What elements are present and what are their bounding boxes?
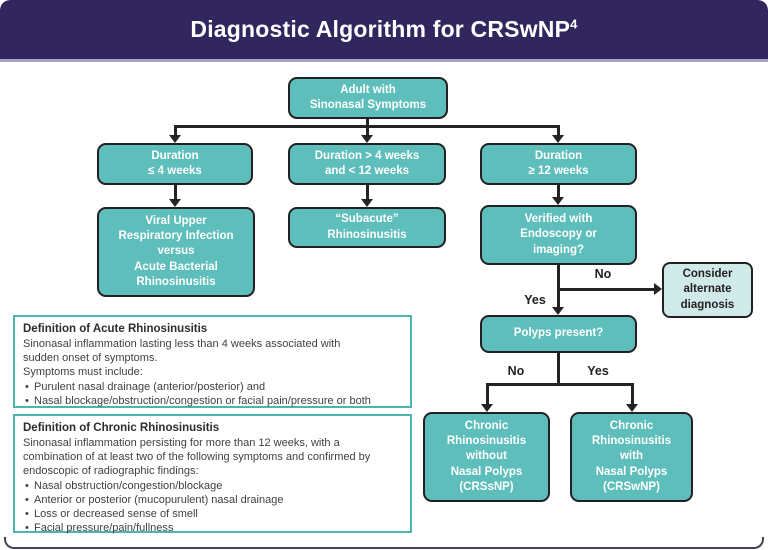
- connector-long-to-verified: [556, 185, 560, 198]
- bullet-item: Nasal blockage/obstruction/congestion or…: [23, 394, 402, 408]
- definition-acute-rhinosinusitis: Definition of Acute Rhinosinusitis Sinon…: [13, 315, 412, 408]
- node-subacute-rhinosinusitis: “Subacute” Rhinosinusitis: [288, 207, 446, 248]
- label-polyps-yes: Yes: [587, 364, 609, 378]
- connector-polyps-split: [485, 383, 634, 386]
- definition-chronic-rhinosinusitis: Definition of Chronic Rhinosinusitis Sin…: [13, 414, 412, 536]
- node-adult-sinonasal-symptoms: Adult with Sinonasal Symptoms: [288, 77, 448, 119]
- arrowhead-subacute: [361, 199, 373, 207]
- arrowhead-duration-short: [169, 135, 181, 143]
- label-endoscopy-no: No: [594, 267, 612, 281]
- connector-verified-to-polyps: [556, 265, 560, 308]
- label-endoscopy-yes: Yes: [524, 293, 546, 307]
- connector-polyps-stem: [556, 353, 560, 385]
- connector-adult-stem: [365, 119, 369, 127]
- header: Diagnostic Algorithm for CRSwNP4: [0, 0, 768, 62]
- arrowhead-viral: [169, 199, 181, 207]
- connector-drop-left: [173, 125, 177, 136]
- definition-acute-title: Definition of Acute Rhinosinusitis: [23, 323, 208, 335]
- arrowhead-duration-long: [552, 135, 564, 143]
- connector-drop-mid: [365, 125, 369, 136]
- connector-drop-right: [556, 125, 560, 136]
- definition-chronic-bullets: Nasal obstruction/congestion/blockageAnt…: [23, 479, 402, 536]
- connector-short-to-viral: [173, 185, 177, 200]
- node-duration-gte-12-weeks: Duration ≥ 12 weeks: [480, 143, 637, 185]
- connector-drop-crssnp: [485, 383, 489, 405]
- connector-mid-to-subacute: [365, 185, 369, 200]
- page-title: Diagnostic Algorithm for CRSwNP4: [190, 16, 577, 43]
- bullet-item: Loss or decreased sense of smell: [23, 507, 402, 521]
- arrowhead-polyps: [552, 307, 564, 315]
- node-viral-vs-acute-bacterial: Viral Upper Respiratory Infection versus…: [97, 207, 255, 297]
- connector-no-branch: [558, 287, 655, 291]
- arrowhead-verified: [552, 197, 564, 205]
- node-duration-4-to-12-weeks: Duration > 4 weeks and < 12 weeks: [288, 143, 446, 185]
- node-consider-alternate-diagnosis: Consider alternate diagnosis: [662, 262, 753, 318]
- label-polyps-no: No: [507, 364, 525, 378]
- bullet-item: Purulent nasal drainage (anterior/poster…: [23, 380, 402, 394]
- page-bottom-border: [4, 537, 764, 549]
- node-verified-with-endoscopy: Verified with Endoscopy or imaging?: [480, 205, 637, 265]
- definition-chronic-title: Definition of Chronic Rhinosinusitis: [23, 422, 220, 434]
- definition-chronic-intro: Sinonasal inflammation persisting for mo…: [23, 436, 371, 478]
- node-polyps-present: Polyps present?: [480, 315, 637, 353]
- arrowhead-crswnp: [626, 404, 638, 412]
- bullet-item: Nasal obstruction/congestion/blockage: [23, 479, 402, 493]
- bullet-item: Facial pressure/pain/fullness: [23, 521, 402, 535]
- definition-acute-bullets: Purulent nasal drainage (anterior/poster…: [23, 380, 402, 409]
- reference-superscript: 4: [570, 16, 578, 32]
- node-crssnp: Chronic Rhinosinusitis without Nasal Pol…: [423, 412, 550, 502]
- node-crswnp: Chronic Rhinosinusitis with Nasal Polyps…: [570, 412, 693, 502]
- bullet-item: Anterior or posterior (mucopurulent) nas…: [23, 493, 402, 507]
- arrowhead-consider-alternate: [654, 283, 662, 295]
- node-duration-lte-4-weeks: Duration ≤ 4 weeks: [97, 143, 253, 185]
- definition-acute-intro: Sinonasal inflammation lasting less than…: [23, 337, 341, 379]
- arrowhead-duration-mid: [361, 135, 373, 143]
- arrowhead-crssnp: [481, 404, 493, 412]
- page-title-text: Diagnostic Algorithm for CRSwNP: [190, 16, 571, 42]
- connector-drop-crswnp: [630, 383, 634, 405]
